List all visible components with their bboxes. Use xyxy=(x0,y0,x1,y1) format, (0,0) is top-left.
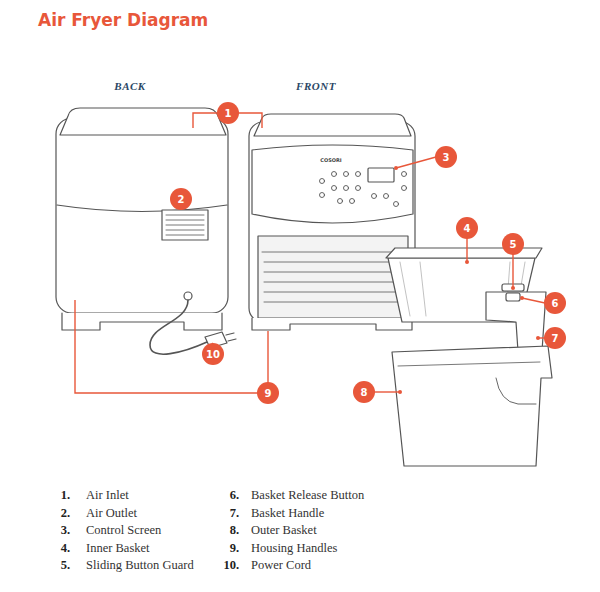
front-lid xyxy=(254,114,411,136)
back-housing xyxy=(56,118,228,313)
callout-circle: 4 xyxy=(456,217,478,239)
part-name: Housing Handles xyxy=(251,541,337,556)
legend-number: 7. xyxy=(230,506,239,521)
part-name: Basket Release Button xyxy=(251,488,364,503)
callout-circle: 3 xyxy=(435,146,457,168)
callout-number: 1 xyxy=(217,102,239,124)
legend-number: 8. xyxy=(230,523,239,538)
leader-lines xyxy=(75,113,545,393)
callout-circle: 6 xyxy=(544,292,566,314)
legend-number: 5. xyxy=(61,558,70,573)
callout-circle: 10 xyxy=(202,343,224,365)
heating-slats xyxy=(262,252,404,302)
power-cord-wire xyxy=(150,300,207,354)
legend-number: 6. xyxy=(230,488,239,503)
cord-grommet xyxy=(184,292,192,300)
front-base xyxy=(252,318,412,330)
legend-number: 1. xyxy=(61,488,70,503)
control-panel xyxy=(252,145,413,223)
view-label: BACK xyxy=(114,80,145,92)
legend-number: 4. xyxy=(61,541,70,556)
front-housing xyxy=(249,122,415,322)
basket-release-button xyxy=(506,293,520,301)
diagram-title: Air Fryer Diagram xyxy=(38,10,208,30)
legend-number: 9. xyxy=(230,541,239,556)
back-lid xyxy=(60,108,226,135)
outer-basket xyxy=(392,346,552,466)
part-name: Outer Basket xyxy=(251,523,317,538)
callout-number: 7 xyxy=(544,327,566,349)
callout-number: 3 xyxy=(435,146,457,168)
view-label: FRONT xyxy=(296,80,336,92)
callout-circle: 7 xyxy=(544,327,566,349)
leader-dots xyxy=(394,166,540,394)
legend-number: 2. xyxy=(61,506,70,521)
callout-circle: 8 xyxy=(353,381,375,403)
brand-logo: COSORI xyxy=(320,157,341,163)
callout-circle: 1 xyxy=(217,102,239,124)
air-outlet-grille xyxy=(162,210,208,240)
part-name: Air Outlet xyxy=(86,506,137,521)
part-name: Basket Handle xyxy=(251,506,324,521)
grille-slats xyxy=(166,215,204,235)
part-name: Air Inlet xyxy=(86,488,129,503)
callout-circle: 9 xyxy=(257,382,279,404)
part-name: Inner Basket xyxy=(86,541,150,556)
callout-number: 2 xyxy=(170,188,192,210)
back-base xyxy=(62,313,222,330)
callout-number: 4 xyxy=(456,217,478,239)
part-name: Power Cord xyxy=(251,558,311,573)
legend-number: 10. xyxy=(223,558,239,573)
plug-prongs xyxy=(226,333,236,341)
legend-number: 3. xyxy=(61,523,70,538)
callout-circle: 2 xyxy=(170,188,192,210)
callout-number: 8 xyxy=(353,381,375,403)
callout-number: 5 xyxy=(502,233,524,255)
part-name: Sliding Button Guard xyxy=(86,558,194,573)
control-screen xyxy=(368,168,394,182)
callout-number: 6 xyxy=(544,292,566,314)
basket-opening xyxy=(258,236,408,318)
callout-circle: 5 xyxy=(502,233,524,255)
part-name: Control Screen xyxy=(86,523,161,538)
callout-number: 10 xyxy=(202,343,224,365)
callout-number: 9 xyxy=(257,382,279,404)
